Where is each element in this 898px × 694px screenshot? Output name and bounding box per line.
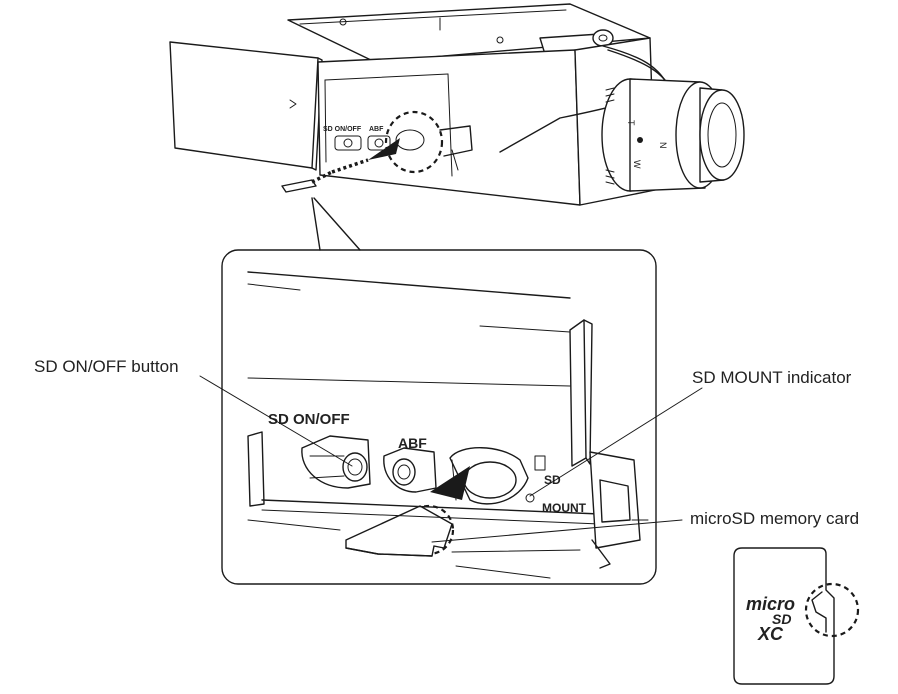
- logo-xc: XC: [757, 624, 784, 644]
- zoom-connector-left: [311, 197, 321, 251]
- lens-t-mark: T: [626, 120, 636, 126]
- zoom-connector-right: [313, 197, 361, 251]
- camera-sd-onoff-label: SD ON/OFF: [323, 126, 362, 133]
- camera-abf-label: ABF: [369, 126, 384, 133]
- microsd-card-callout: microSD memory card: [690, 509, 860, 528]
- camera-illustration: T W N SD ON/OFF ABF: [169, 3, 745, 206]
- logo-micro: micro: [746, 594, 795, 614]
- lens-w-mark: W: [632, 160, 642, 169]
- lens-n-mark: N: [658, 142, 668, 149]
- panel-abf-label: ABF: [398, 435, 427, 451]
- leader-microsd: [431, 519, 683, 543]
- zoom-detail-panel: SD ON/OFF ABF SD MOUNT: [221, 249, 657, 585]
- leader-sd-mount: [529, 387, 703, 497]
- sd-mount-indicator-callout: SD MOUNT indicator: [692, 368, 852, 387]
- panel-sd-mount-top: SD: [544, 473, 561, 487]
- leader-sd-onoff: [199, 375, 353, 467]
- sd-onoff-button-callout: SD ON/OFF button: [34, 357, 179, 376]
- logo-sd: SD: [772, 611, 791, 627]
- microsdxc-card-illustration: micro SD XC: [733, 547, 860, 685]
- panel-sd-onoff-label: SD ON/OFF: [268, 411, 350, 428]
